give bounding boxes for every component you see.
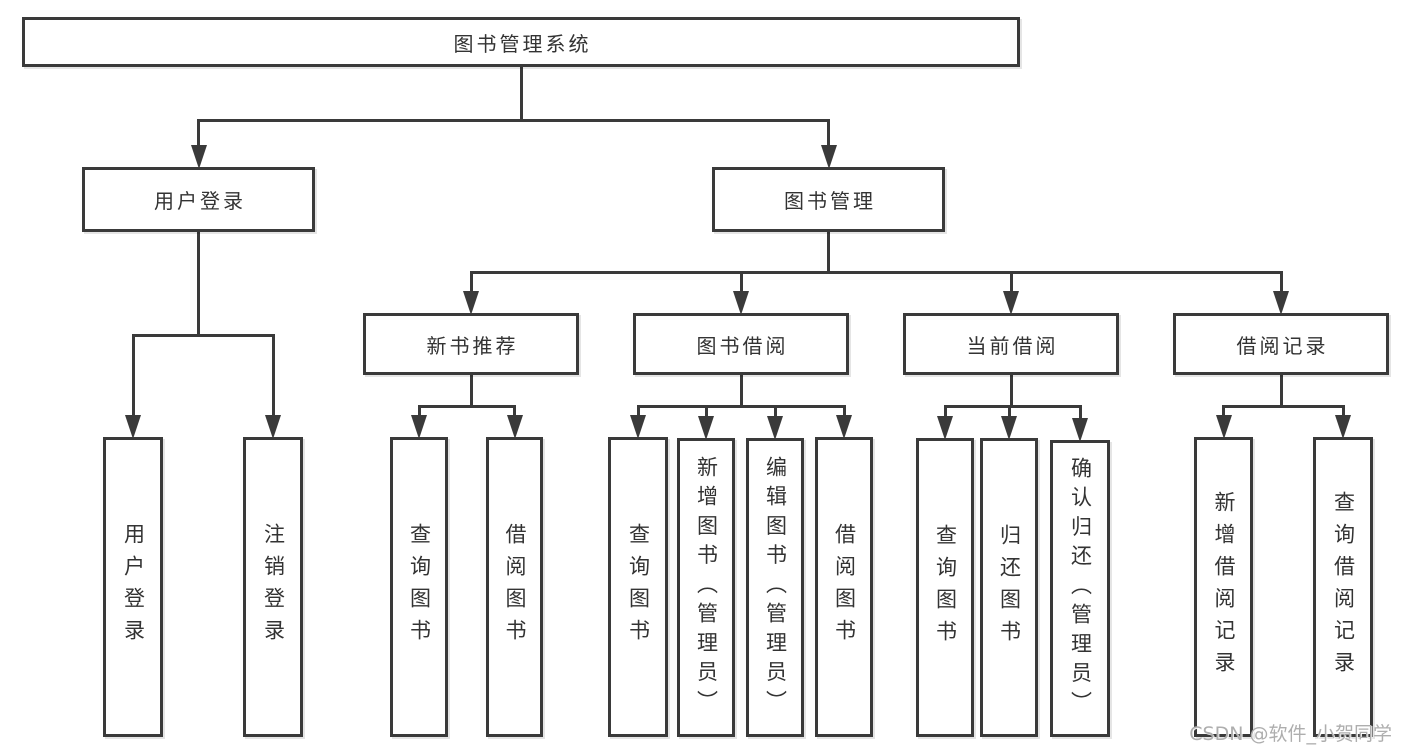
node-label: 图书管理系统	[453, 31, 592, 56]
node-cu-confirm: 确认归还（管理员）	[1050, 440, 1110, 737]
node-cu-query: 查询图书	[916, 438, 974, 737]
connector-line	[773, 406, 777, 420]
connector-line	[417, 404, 516, 408]
node-label: 用户登录	[121, 523, 146, 651]
node-bw-borrow: 借阅图书	[815, 437, 873, 737]
connector-line	[739, 375, 743, 406]
connector-line	[636, 404, 846, 408]
node-label: 新增借阅记录	[1212, 491, 1236, 683]
arrowhead-icon	[630, 415, 646, 439]
arrowhead-icon	[506, 415, 523, 439]
connector-line	[704, 406, 708, 420]
node-label: 新增图书（管理员）	[694, 456, 719, 719]
node-rc-add: 新增借阅记录	[1194, 437, 1253, 737]
arrowhead-icon	[190, 145, 207, 169]
connector-line	[1222, 404, 1345, 408]
node-cu-return: 归还图书	[980, 438, 1038, 737]
arrowhead-icon	[1003, 291, 1019, 315]
arrowhead-icon	[937, 416, 953, 440]
node-label: 图书管理	[784, 189, 876, 213]
connector-line	[271, 335, 275, 419]
connector-line	[131, 333, 275, 337]
node-label: 编辑图书（管理员）	[763, 456, 788, 719]
node-newbook: 新书推荐	[363, 313, 579, 375]
node-label: 查询借阅记录	[1331, 491, 1356, 683]
connector-line	[739, 272, 743, 295]
arrowhead-icon	[1072, 418, 1088, 442]
connector-line	[519, 67, 523, 120]
connector-line	[469, 375, 473, 406]
node-leaf-login: 用户登录	[103, 437, 163, 737]
connector-line	[636, 406, 640, 419]
node-label: 查询图书	[933, 523, 958, 652]
connector-line	[1279, 272, 1283, 295]
node-label: 当前借阅	[966, 333, 1059, 358]
connector-line	[943, 404, 1082, 408]
node-bw-query: 查询图书	[608, 437, 668, 737]
node-nb-query: 查询图书	[390, 437, 448, 737]
node-bw-edit: 编辑图书（管理员）	[746, 438, 804, 737]
node-label: 归还图书	[997, 523, 1022, 652]
node-bw-add: 新增图书（管理员）	[677, 438, 735, 737]
connector-line	[842, 406, 846, 419]
connector-line	[827, 120, 830, 149]
node-label: 查询图书	[626, 523, 651, 651]
connector-line	[1009, 375, 1013, 406]
node-leaf-logout: 注销登录	[243, 437, 303, 737]
connector-line	[417, 406, 421, 419]
node-mgmt: 图书管理	[712, 167, 945, 232]
node-login: 用户登录	[82, 167, 315, 232]
arrowhead-icon	[733, 291, 749, 315]
connector-line	[197, 118, 830, 122]
arrowhead-icon	[767, 416, 783, 440]
arrowhead-icon	[820, 145, 837, 169]
arrowhead-icon	[265, 415, 281, 439]
connector-line	[197, 120, 200, 149]
connector-line	[943, 406, 947, 420]
node-rc-query: 查询借阅记录	[1313, 437, 1373, 737]
connector-line	[1007, 406, 1011, 420]
node-label: 用户登录	[154, 189, 246, 213]
node-label: 图书借阅	[696, 333, 789, 358]
connector-line	[1341, 406, 1345, 419]
node-records: 借阅记录	[1173, 313, 1389, 375]
connector-line	[513, 406, 516, 419]
connector-line	[469, 272, 473, 295]
connector-line	[469, 270, 1283, 274]
node-current: 当前借阅	[903, 313, 1119, 375]
arrowhead-icon	[463, 291, 479, 315]
node-root: 图书管理系统	[22, 17, 1020, 67]
watermark: CSDN @软件_小贺同学	[1189, 723, 1392, 745]
arrowhead-icon	[125, 415, 141, 439]
connector-line	[1009, 272, 1013, 295]
node-label: 借阅图书	[832, 523, 857, 651]
arrowhead-icon	[411, 415, 427, 439]
arrowhead-icon	[1273, 291, 1289, 315]
node-label: 借阅记录	[1236, 333, 1329, 358]
connector-line	[197, 232, 200, 335]
node-nb-borrow: 借阅图书	[486, 437, 543, 737]
arrowhead-icon	[1335, 415, 1351, 439]
connector-line	[1279, 375, 1283, 406]
arrowhead-icon	[698, 416, 714, 440]
node-borrow: 图书借阅	[633, 313, 849, 375]
arrowhead-icon	[1001, 416, 1017, 440]
node-label: 新书推荐	[426, 333, 519, 358]
node-label: 确认归还（管理员）	[1068, 457, 1093, 720]
arrowhead-icon	[1215, 415, 1232, 439]
node-label: 注销登录	[261, 523, 286, 651]
arrowhead-icon	[836, 415, 852, 439]
node-label: 查询图书	[407, 523, 432, 651]
connector-line	[1078, 406, 1082, 422]
connector-line	[827, 232, 830, 272]
node-label: 借阅图书	[503, 523, 527, 651]
connector-line	[131, 335, 135, 419]
connector-line	[1222, 406, 1225, 419]
